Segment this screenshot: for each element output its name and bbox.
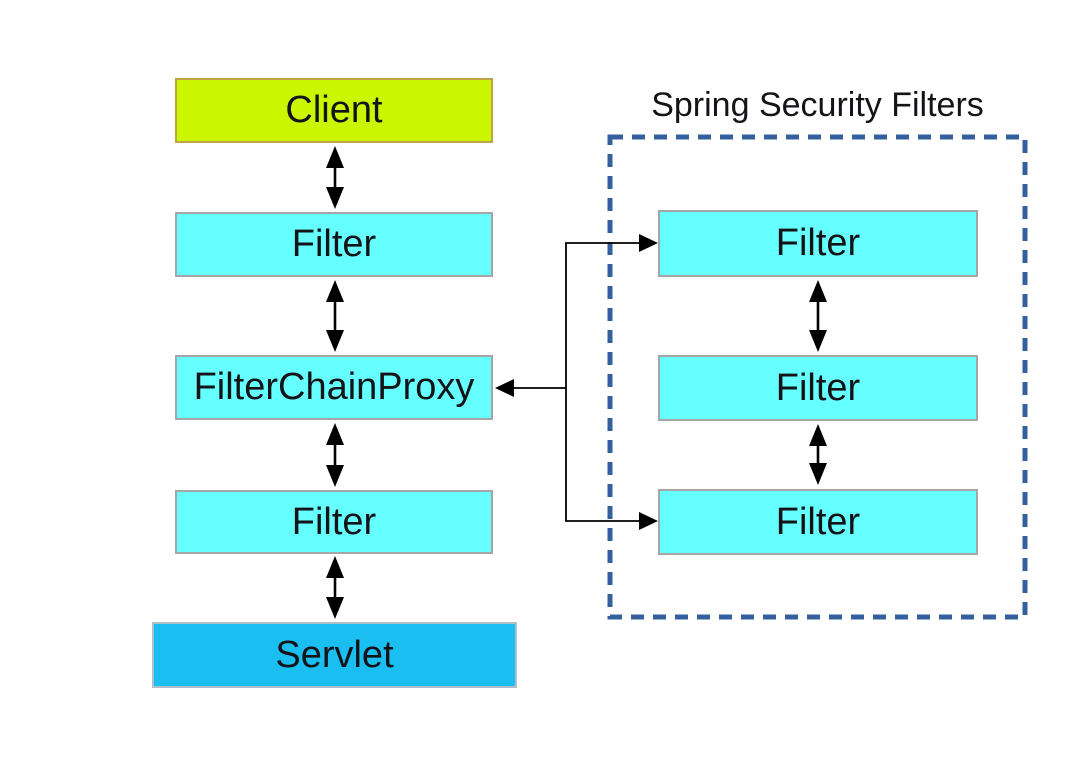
arrow-filterchainproxy-filter <box>326 423 344 487</box>
arrow-filter-servlet <box>326 556 344 619</box>
arrow-client-filter <box>326 146 344 209</box>
node-filter-bottom: Filter <box>175 490 493 554</box>
node-servlet: Servlet <box>152 622 517 688</box>
node-security-filter-2: Filter <box>658 355 978 421</box>
arrow-security-filter2-filter3 <box>809 424 827 485</box>
arrow-filter-filterchainproxy <box>326 280 344 352</box>
node-security-filter-3: Filter <box>658 489 978 555</box>
node-filterchainproxy: FilterChainProxy <box>175 355 493 420</box>
node-filter-top: Filter <box>175 212 493 277</box>
node-security-filter-1: Filter <box>658 210 978 277</box>
connector-filterchainproxy-securityfilters <box>495 234 658 530</box>
node-client: Client <box>175 78 493 143</box>
security-filters-title: Spring Security Filters <box>651 86 984 124</box>
arrow-security-filter1-filter2 <box>809 280 827 352</box>
